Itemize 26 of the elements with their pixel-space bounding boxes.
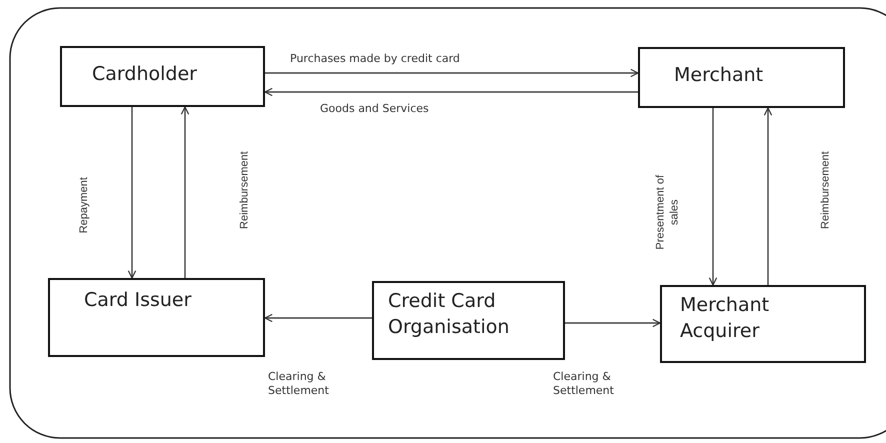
- box-label: Cardholder: [92, 62, 198, 87]
- arrow: [264, 88, 638, 96]
- arrow: [264, 314, 372, 322]
- edge-label: Presentment of sales: [654, 174, 682, 251]
- arrow: [128, 107, 136, 279]
- edge-label: Purchases made by credit card: [290, 52, 460, 66]
- process-box: [60, 46, 265, 107]
- process-box: [638, 47, 845, 108]
- process-box: [372, 281, 565, 360]
- process-box: [48, 278, 265, 357]
- box-label: Merchant: [674, 63, 764, 88]
- edge-label: Reimbursement: [238, 151, 252, 229]
- arrow: [708, 108, 718, 286]
- arrow: [764, 107, 772, 285]
- edge-label: Repayment: [76, 177, 91, 234]
- arrow: [265, 68, 639, 78]
- edge-label: Goods and Services: [320, 102, 429, 116]
- arrow: [565, 318, 661, 328]
- box-label: Credit Card Organisation: [388, 289, 510, 340]
- edge-label: Clearing & Settlement: [553, 370, 615, 399]
- arrow: [180, 106, 190, 278]
- edge-label: Clearing & Settlement: [268, 370, 330, 399]
- box-label: Card Issuer: [84, 288, 192, 313]
- process-box: [660, 285, 866, 363]
- edge-label: Reimbursement: [818, 151, 833, 229]
- box-label: Merchant Acquirer: [680, 293, 770, 344]
